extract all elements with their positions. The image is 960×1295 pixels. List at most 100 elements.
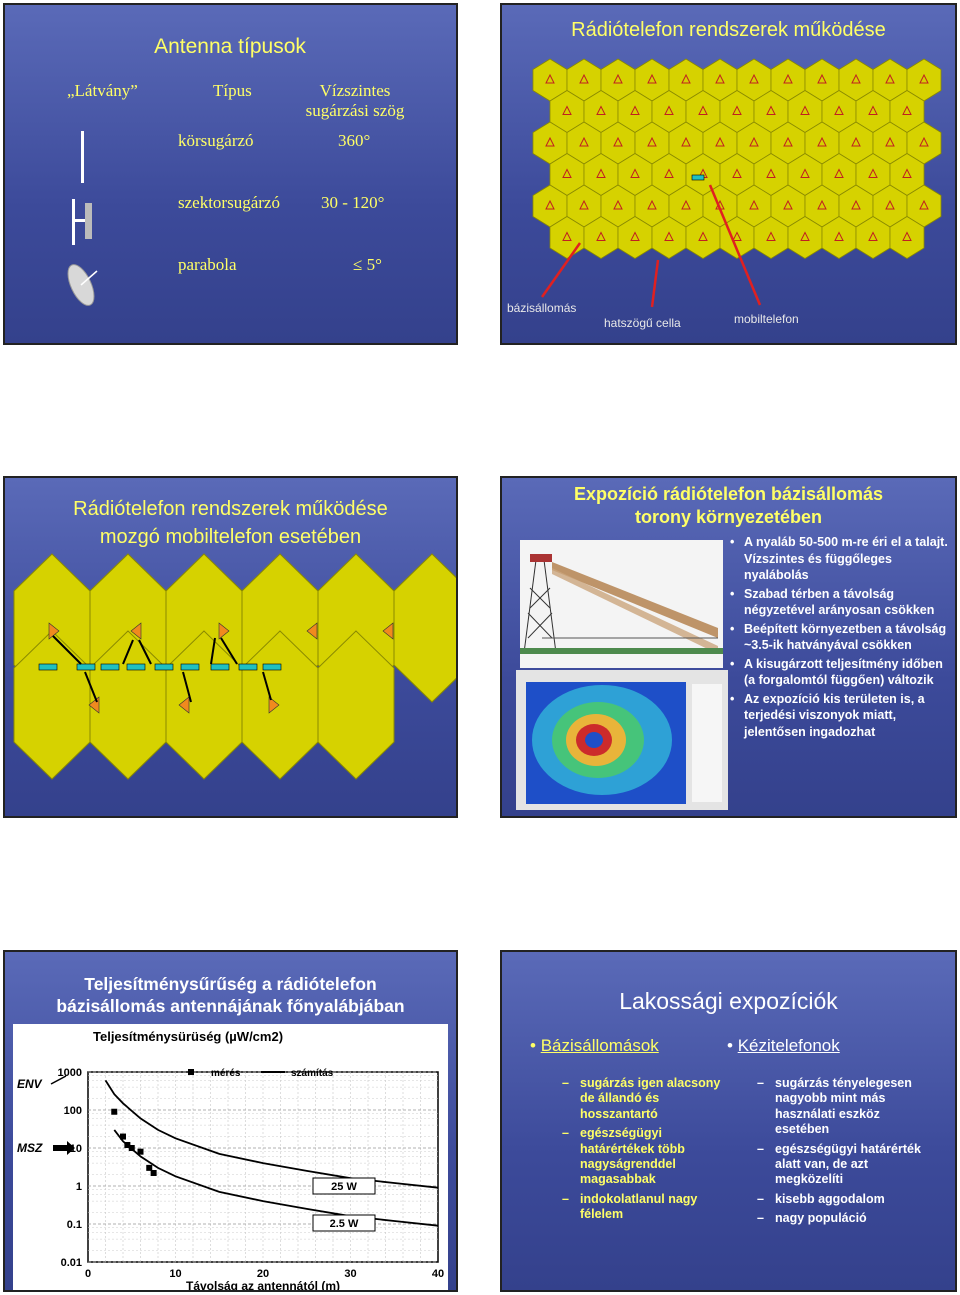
- base-station-icon: [817, 199, 827, 210]
- base-station-icon: [834, 231, 844, 241]
- base-station-icon: [732, 231, 742, 241]
- mobile-phone-icon: [76, 663, 96, 671]
- signal-arrow: [52, 635, 82, 665]
- list-item: sugárzás tényelegesen nagyobb mint más h…: [757, 1076, 937, 1138]
- base-station-icon: [579, 199, 589, 210]
- mobile-phone-icon: [126, 663, 146, 671]
- mobile-phone-icon: [691, 174, 705, 181]
- slide-title-line2: torony környezetében: [634, 507, 823, 527]
- data-point: [120, 1133, 126, 1140]
- header-angle: Vízszintes sugárzási szög: [305, 81, 405, 120]
- parabola-antenna-icon: [67, 264, 98, 306]
- y-tick-label: 1000: [58, 1067, 82, 1079]
- base-station-icon: [562, 168, 572, 178]
- slide-cellular-operation: Rádiótelefon rendszerek működése bázisál…: [500, 3, 957, 345]
- signal-arrow: [138, 639, 152, 665]
- label-hexagonal-cell: hatszögű cella: [604, 316, 681, 330]
- base-station-icon: [749, 199, 759, 210]
- base-station-icon: [800, 105, 810, 115]
- base-station-icon: [579, 73, 589, 84]
- row-type-sector: szektorsugárzó: [178, 193, 280, 212]
- base-station-icon: [579, 136, 589, 147]
- base-station-icon: [919, 73, 929, 84]
- moving-phone-diagram: [13, 553, 456, 780]
- handset-items: sugárzás tényelegesen nagyobb mint más h…: [757, 1076, 937, 1227]
- x-tick-label: 10: [169, 1268, 181, 1280]
- base-station-icon: [766, 231, 776, 241]
- tower-and-field-images: [516, 540, 728, 810]
- label-mobile-phone: mobiltelefon: [734, 312, 799, 326]
- list-item: nagy populáció: [757, 1211, 937, 1227]
- base-station-icon: [630, 168, 640, 178]
- base-station-icon: [647, 73, 657, 84]
- sector-antenna-icon: [72, 199, 92, 245]
- base-station-icon: [664, 231, 674, 241]
- list-item: kisebb aggodalom: [757, 1192, 937, 1208]
- bullet-dot: •: [727, 1036, 738, 1055]
- column-handsets-head: • Kézitelefonok: [727, 1036, 840, 1056]
- base-station-icon: [178, 696, 190, 714]
- base-station-icon: [630, 231, 640, 241]
- row-type-omni: körsugárzó: [178, 131, 254, 150]
- cell-hexagon: [393, 553, 456, 703]
- signal-arrow: [84, 671, 98, 703]
- base-station-icon: [218, 622, 230, 640]
- base-station-icon: [749, 73, 759, 84]
- base-station-icon: [817, 136, 827, 147]
- msz-arrow: [53, 1141, 75, 1155]
- signal-arrow: [262, 671, 272, 701]
- base-station-icon: [647, 136, 657, 147]
- base-station-icon: [783, 199, 793, 210]
- base-station-icon: [800, 168, 810, 178]
- power-density-chart: Teljesítménysürüség (µW/cm2)10001001010.…: [17, 1029, 444, 1292]
- slide-moving-phone: Rádiótelefon rendszerek működése mozgó m…: [3, 476, 458, 818]
- base-station-icon: [681, 136, 691, 147]
- base-station-icon: [851, 136, 861, 147]
- label-box-2-5w: [312, 1214, 376, 1232]
- bullet-item: A nyaláb 50-500 m-re éri el a talajt. Ví…: [728, 534, 950, 584]
- slide-title-line1: Teljesítménysűrűség a rádiótelefon: [84, 974, 377, 994]
- base-station-icon: [783, 136, 793, 147]
- data-point: [111, 1108, 118, 1115]
- legend-marker-meres: [188, 1069, 194, 1075]
- mobile-phone-icon: [100, 663, 120, 671]
- base-station-icon: [613, 199, 623, 210]
- legend-szamitas: számítás: [291, 1068, 334, 1079]
- base-station-icon: [817, 73, 827, 84]
- msz-label: MSZ: [17, 1141, 43, 1155]
- bullet-item: A kisugárzott teljesítmény időben (a for…: [728, 656, 950, 689]
- signal-arrow: [210, 637, 216, 665]
- base-station-icon: [596, 105, 606, 115]
- base-station-items: sugárzás igen alacsony de állandó és hos…: [562, 1076, 732, 1223]
- list-item: sugárzás igen alacsony de állandó és hos…: [562, 1076, 732, 1122]
- y-tick-label: 0.1: [67, 1219, 82, 1231]
- mobile-phone-icon: [238, 663, 258, 671]
- legend-meres: mérés: [211, 1068, 241, 1079]
- base-station-icon: [715, 136, 725, 147]
- base-station-icon: [732, 105, 742, 115]
- x-axis-label: Távolság az antennától (m): [186, 1279, 340, 1292]
- x-tick-label: 40: [432, 1268, 444, 1280]
- base-station-icon: [562, 105, 572, 115]
- base-station-icon: [732, 168, 742, 178]
- base-station-icon: [868, 168, 878, 178]
- base-station-icon: [800, 231, 810, 241]
- slide-power-density: Teljesítménysűrűség a rádiótelefon bázis…: [3, 950, 458, 1292]
- slide-tower-exposure: Expozíció rádiótelefon bázisállomás toro…: [500, 476, 957, 818]
- arrow-phone: [708, 184, 762, 306]
- header-type: Típus: [213, 81, 252, 100]
- y-tick-label: 100: [64, 1105, 82, 1117]
- x-tick-label: 30: [344, 1268, 356, 1280]
- base-station-icon: [613, 73, 623, 84]
- base-station-icon: [902, 105, 912, 115]
- mobile-phone-icon: [262, 663, 282, 671]
- base-station-icon: [851, 199, 861, 210]
- base-station-icon: [698, 231, 708, 241]
- list-item: egészségügyi határérték alatt van, de az…: [757, 1142, 937, 1188]
- cell-hexagon: [317, 630, 395, 780]
- base-station-icon: [545, 73, 555, 84]
- label-2-5w: 2.5 W: [330, 1218, 359, 1230]
- slide-public-exposure: Lakossági expozíciók • Bázisállomások • …: [500, 950, 957, 1292]
- label-base-station: bázisállomás: [507, 301, 577, 315]
